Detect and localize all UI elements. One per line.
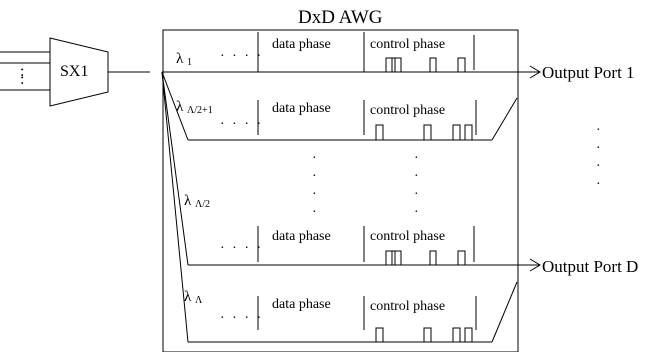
vertical-dots-data: ···· [312,151,317,220]
pulse [423,124,432,141]
lane4-dots: · · · · [220,311,264,326]
pulse [457,57,466,73]
sx1-block [49,37,109,107]
lane3-data-phase: data phase [272,229,331,244]
lane1-dots: · · · · [220,49,264,64]
pulse [429,250,437,266]
pulse [423,327,432,343]
lane2-data-phase: data phase [272,101,331,116]
vertical-dots-ports: ···· [596,123,601,192]
awg-box [162,29,519,352]
pulse [391,57,402,73]
pulse [385,250,396,266]
fan-line-2 [161,71,189,141]
lane2-control-phase: control phase [370,103,446,118]
input-dots: :: [20,63,25,88]
vertical-dots-control: ···· [414,151,419,220]
lane4-slant [491,281,518,343]
pulse [385,57,396,73]
pulse [464,124,473,141]
lane2-slant [491,97,518,141]
pulse [375,124,384,141]
arrow-head-1 [529,65,541,79]
arrow-head-d [529,258,541,272]
pulse [375,327,384,343]
pulse [429,57,437,73]
lane3-control-phase: control phase [370,229,446,244]
output-port-d-label: Output Port D [542,257,639,276]
pulse [457,250,466,266]
awg-title: DxD AWG [298,7,383,28]
lambda-4-label: λ Λ [184,289,203,306]
fan-line-3 [161,71,189,266]
lane1-control-phase: control phase [370,37,446,52]
lambda-2-label: λ Λ/2+1 [176,99,213,116]
lane4-control-phase: control phase [370,299,446,314]
lambda-3-label: λ Λ/2 [184,193,211,210]
pulse [464,327,473,343]
pulse [452,327,461,343]
fan-line-4 [161,71,189,343]
pulse [391,250,402,266]
sx1-label: SX1 [60,63,89,80]
output-port-1-label: Output Port 1 [542,63,635,82]
lambda-1-label: λ 1 [176,51,193,68]
lane3-dots: · · · · [220,241,264,256]
lane2-dots: · · · · [220,117,264,132]
pulse [452,124,461,141]
lane1-data-phase: data phase [272,37,331,52]
lane4-data-phase: data phase [272,297,331,312]
